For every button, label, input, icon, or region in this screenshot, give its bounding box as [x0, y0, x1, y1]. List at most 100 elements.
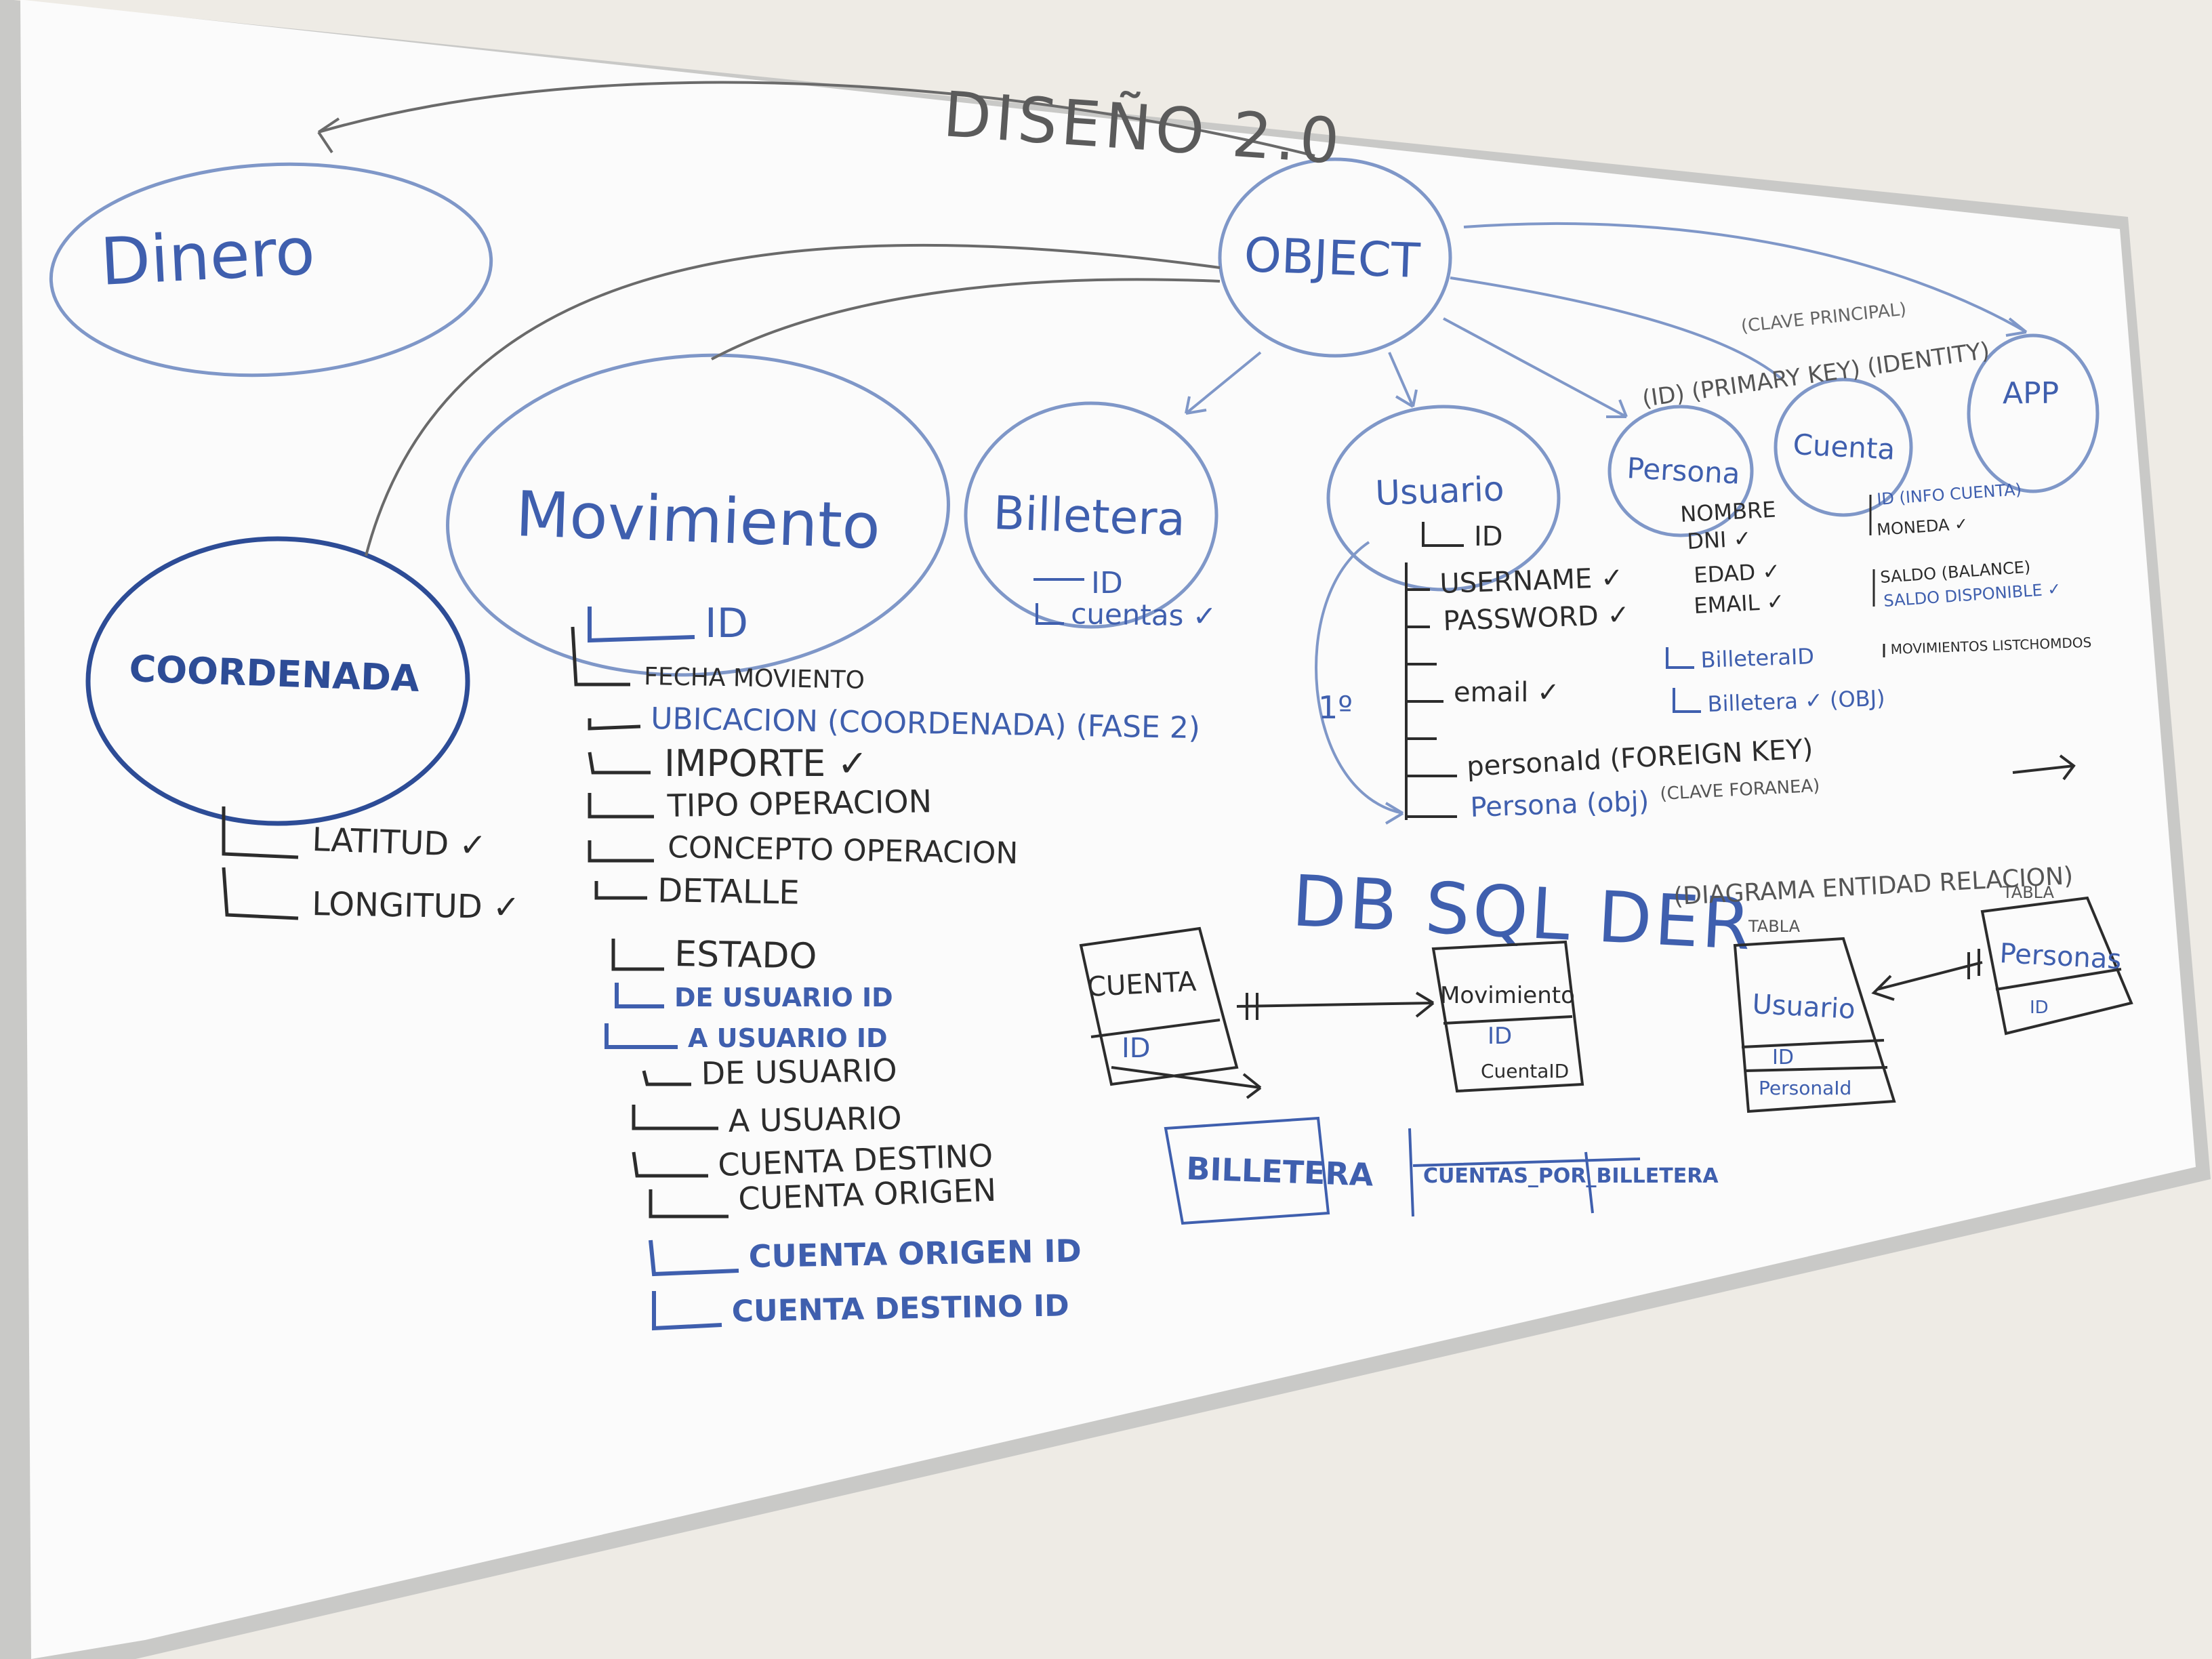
bracket-latitud [222, 806, 299, 859]
db-table-movimiento-field: ID [1488, 1023, 1512, 1050]
bracket-usuario-fields [1405, 562, 1457, 820]
bracket-cuenta-destino [632, 1151, 708, 1178]
bracket-de-usuario-id [615, 983, 664, 1008]
bracket-tipo [588, 793, 654, 819]
object-node [1218, 157, 1452, 358]
arrow-head-dinero [317, 117, 340, 154]
bracket-cuenta-origen [649, 1189, 729, 1218]
arrow-usuario-to-persona-obj [1315, 541, 1404, 825]
movimiento-field: DE USUARIO ID [674, 983, 893, 1012]
bracket-ubicacion [588, 718, 641, 731]
app-node [1967, 333, 2100, 493]
coordenada-fields: LATITUD ✓ LONGITUD ✓ [312, 821, 520, 926]
movimiento-field: FECHA MOVIENTO [644, 663, 865, 695]
bracket-id [588, 607, 695, 643]
persona-field: Billetera ✓ (OBJ) [1707, 685, 1885, 717]
db-table-usuario-field: PersonaId [1759, 1077, 1851, 1099]
db-relation-usuario-personas [1871, 949, 1983, 1001]
bracket-detalle [594, 881, 647, 900]
db-relation-cuenta-billetera [1111, 1066, 1262, 1099]
coordenada-field: LONGITUD ✓ [312, 885, 520, 926]
bracket-longitud [222, 867, 299, 920]
db-table-movimiento-divider [1443, 1015, 1573, 1025]
bracket-estado [611, 939, 664, 971]
coordenada-label: COORDENADA [129, 647, 420, 700]
bracket-billetera [1033, 578, 1084, 625]
movimiento-fields: ID FECHA MOVIENTO UBICACION (COORDENADA)… [644, 600, 1201, 1329]
app-label: APP [2003, 376, 2059, 411]
movimiento-field: A USUARIO ID [688, 1023, 888, 1053]
bracket-persona-billeteraid [1666, 647, 1694, 669]
db-table-cuenta-divider [1090, 1019, 1221, 1038]
db-table-cuenta-name: CUENTA [1086, 966, 1197, 1003]
persona-field: EMAIL ✓ [1693, 588, 1785, 619]
movimiento-field: ID [705, 600, 748, 647]
db-table-billetera-name: BILLETERA [1186, 1150, 1374, 1193]
arrow-object-to-usuario [1388, 352, 1418, 408]
coordenada-node [85, 536, 470, 826]
bracket-importe [588, 752, 651, 775]
movimiento-field: DETALLE [657, 872, 800, 912]
billetera-field: cuentas ✓ [1071, 597, 1217, 633]
db-table-usuario [1733, 937, 1896, 1113]
arrow-object-to-persona [1443, 317, 1628, 418]
billetera-node [964, 401, 1218, 629]
movimiento-field: ESTADO [674, 934, 817, 977]
bracket-persona-billetera [1673, 688, 1701, 713]
arrow-object-to-billetera [1185, 351, 1262, 415]
dinero-node [49, 162, 493, 377]
cuenta-node [1774, 377, 1913, 517]
usuario-field: email ✓ [1454, 677, 1560, 708]
bracket-cuenta-fields [1869, 495, 1885, 657]
billetera-field: ID [1091, 566, 1123, 600]
persona-field: NOMBRE [1679, 497, 1776, 527]
bracket-a-usuario-id [605, 1023, 678, 1049]
persona-field: EDAD ✓ [1693, 558, 1781, 588]
movimiento-label: Movimiento [514, 478, 882, 563]
movimiento-field: CUENTA DESTINO ID [731, 1288, 1069, 1329]
usuario-label: Usuario [1374, 469, 1504, 513]
movimiento-field: A USUARIO [728, 1100, 902, 1139]
arrow-object-to-app [1463, 222, 2028, 337]
dinero-label: Dinero [98, 213, 316, 300]
movimiento-field: TIPO OPERACION [666, 783, 932, 824]
bracket-fecha [571, 626, 630, 687]
db-table-movimiento-name: Movimiento [1440, 982, 1575, 1009]
db-table-cuentas-por-billetera-name: CUENTAS_POR_BILLETERA [1423, 1164, 1719, 1188]
usuario-field: PASSWORD ✓ [1443, 599, 1631, 637]
db-table-cuentas-por-billetera [1408, 1128, 1641, 1217]
bracket-cuenta-origen-id [649, 1240, 739, 1277]
stray-arrow-mark [2012, 754, 2076, 781]
db-table-personas-name: Personas [1999, 938, 2122, 975]
db-table-cuenta-id: ID [1122, 1033, 1151, 1064]
db-table-movimiento [1431, 940, 1584, 1093]
movimiento-field: CUENTA ORIGEN ID [748, 1232, 1082, 1275]
arrow-object-to-cuenta [1450, 276, 1784, 381]
bracket-a-usuario [632, 1105, 718, 1130]
object-label: OBJECT [1243, 227, 1421, 289]
db-table-personas-field: ID [2030, 998, 2049, 1018]
db-table-movimiento-field: CuentaID [1481, 1060, 1569, 1082]
billetera-label: Billetera [992, 487, 1186, 547]
movimiento-node [446, 353, 950, 677]
persona-node [1607, 405, 1754, 537]
board-surface [20, 0, 2196, 1659]
persona-label: Persona [1626, 451, 1740, 491]
cuenta-label: Cuenta [1792, 428, 1896, 466]
db-table-cuenta [1079, 926, 1239, 1086]
coordenada-field: LATITUD ✓ [312, 821, 487, 865]
bracket-de-usuario [642, 1070, 691, 1086]
line-object-to-coordenada [365, 243, 1221, 556]
persona-field: BilleteraID [1700, 643, 1815, 673]
arrow-object-to-dinero [318, 81, 1315, 157]
usuario-field: USERNAME ✓ [1439, 562, 1624, 600]
db-table-billetera [1164, 1116, 1330, 1225]
db-table-usuario-field: ID [1772, 1046, 1794, 1069]
bracket-concepto [588, 840, 654, 863]
tabla-label: TABLA [2002, 883, 2055, 902]
movimiento-field: CUENTA ORIGEN [737, 1172, 996, 1217]
first-mark: 1º [1318, 689, 1353, 726]
bracket-cuenta-destino-id [652, 1291, 722, 1331]
db-table-personas-divider [1995, 968, 2122, 991]
